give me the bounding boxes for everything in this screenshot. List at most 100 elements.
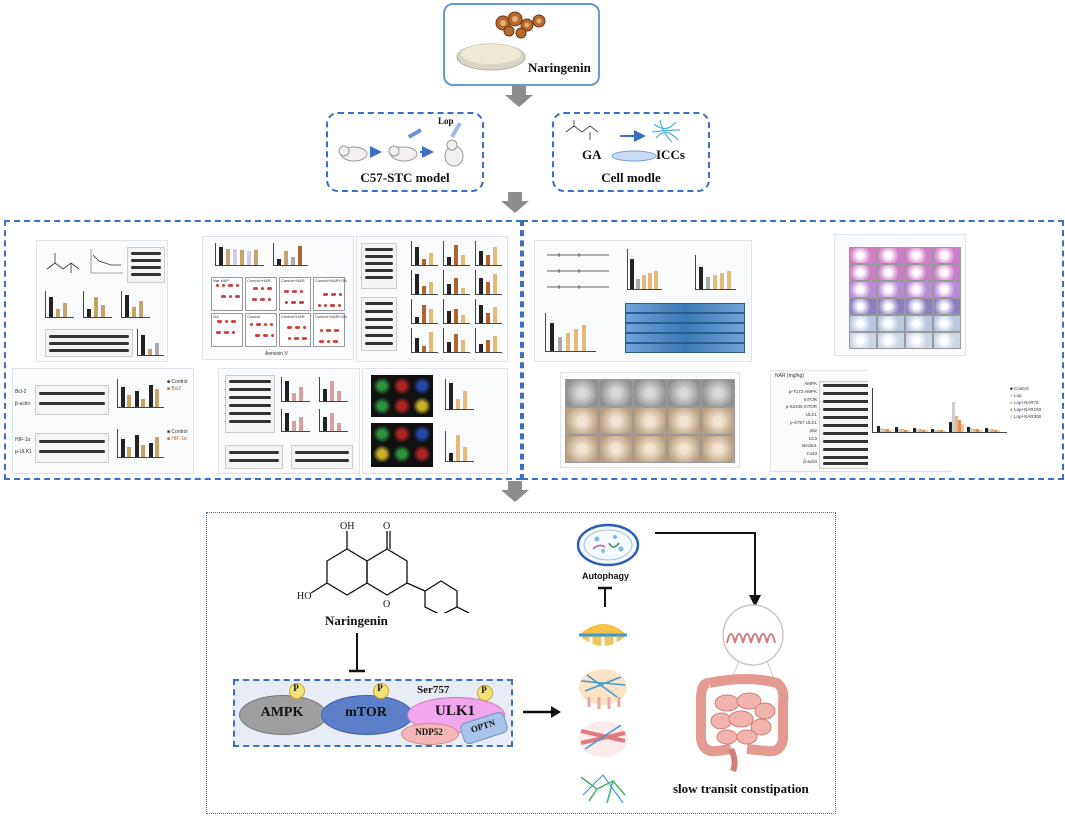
flow-dot bbox=[269, 287, 272, 290]
flow-dot bbox=[263, 334, 266, 337]
histology-tile bbox=[877, 298, 905, 315]
chemical-structure-icon bbox=[46, 253, 80, 273]
naringenin-source-box: Naringenin bbox=[443, 3, 600, 86]
bar-chart bbox=[445, 431, 474, 462]
flow-plot-title: Control+NAR+GA bbox=[315, 278, 347, 283]
tissue-tile bbox=[667, 407, 701, 435]
western-blot bbox=[361, 297, 397, 351]
down-arrow-icon bbox=[505, 86, 533, 107]
dose-header: NAR (mg/kg) bbox=[775, 373, 804, 379]
histology-tile bbox=[933, 315, 961, 332]
histology-tile bbox=[905, 281, 933, 298]
flow-dot bbox=[250, 323, 253, 326]
histology-tile bbox=[877, 281, 905, 298]
blot-label: Cx43 bbox=[806, 451, 817, 457]
lop-label: Lop bbox=[438, 116, 454, 126]
bar-chart bbox=[443, 241, 470, 266]
flow-dot bbox=[253, 287, 256, 290]
flow-dot bbox=[326, 329, 329, 332]
flow-dot bbox=[339, 293, 342, 296]
western-blot bbox=[225, 445, 283, 469]
flow-dot bbox=[321, 340, 324, 343]
flow-plot-title: GA bbox=[213, 314, 219, 319]
histology-staining-panel bbox=[834, 234, 966, 356]
blot-label: ULK1 bbox=[805, 412, 817, 418]
flow-plot-title: Control+HAR bbox=[247, 278, 271, 283]
bar-chart bbox=[475, 241, 502, 266]
flow-plot: Control+NAR+GA bbox=[313, 277, 347, 311]
tissue-tile bbox=[565, 435, 599, 463]
histology-tile bbox=[849, 281, 877, 298]
flow-plot: GA bbox=[211, 313, 243, 347]
tissue-icon-column bbox=[579, 624, 627, 804]
flow-dot bbox=[232, 331, 235, 334]
histology-tile bbox=[933, 247, 961, 264]
legend-entry: ■ Control bbox=[167, 429, 188, 435]
tissue-tile bbox=[667, 435, 701, 463]
histology-tile bbox=[849, 332, 877, 349]
flow-dot bbox=[222, 284, 225, 287]
flow-dot bbox=[324, 304, 327, 307]
flow-plot: Control+HAR bbox=[245, 277, 277, 311]
svg-text:O: O bbox=[383, 521, 390, 532]
flow-dot bbox=[294, 290, 297, 293]
western-blot bbox=[127, 247, 165, 283]
ser757-label: Ser757 bbox=[417, 684, 450, 696]
legend-entry: ■ Control bbox=[167, 379, 188, 385]
phospho-label: P bbox=[481, 685, 487, 695]
autophagy-cell-icon bbox=[576, 523, 640, 567]
bar-chart bbox=[695, 255, 736, 290]
tissue-tile bbox=[633, 435, 667, 463]
tissue-tile bbox=[701, 435, 735, 463]
annexin-axis-label: Annexin V bbox=[265, 351, 288, 357]
c57-stc-model-label: C57-STC model bbox=[360, 170, 450, 185]
signaling-pathway-box: AMPK P mTOR P Ser757 ULK1 P NDP52 OPTN bbox=[233, 679, 513, 747]
legend-entry: ■ Bcl2 bbox=[167, 386, 182, 392]
flow-dot bbox=[255, 334, 258, 337]
bar-chart bbox=[319, 377, 348, 402]
intestine-photo-strips bbox=[625, 303, 745, 357]
bar-chart bbox=[443, 270, 470, 295]
intestine-strip bbox=[625, 313, 745, 323]
bar-chart bbox=[45, 291, 74, 318]
intestine-strip bbox=[625, 333, 745, 343]
histology-tile bbox=[849, 247, 877, 264]
histology-tile bbox=[877, 247, 905, 264]
flow-dot bbox=[289, 326, 292, 329]
flow-dot bbox=[325, 293, 328, 296]
flow-plot-title: Control+NAR bbox=[281, 278, 305, 283]
panel-f bbox=[362, 368, 508, 474]
blot-label: β-actin bbox=[15, 401, 31, 407]
legend-entry: ■ Lop+NAR75 bbox=[1010, 400, 1039, 405]
bar-chart bbox=[411, 270, 438, 295]
bar-chart bbox=[445, 379, 474, 410]
western-blot bbox=[35, 385, 109, 415]
mechanism-panel: OH O HO O Naringenin AMPK P mTOR P Ser75… bbox=[206, 512, 836, 814]
flow-dot bbox=[257, 334, 260, 337]
bar-chart bbox=[215, 243, 264, 266]
bar-chart bbox=[121, 291, 150, 318]
bar-chart bbox=[281, 377, 310, 402]
flow-dot bbox=[235, 295, 238, 298]
tissue-tile bbox=[633, 379, 667, 407]
flow-dot bbox=[216, 284, 219, 287]
histology-tile bbox=[877, 315, 905, 332]
legend-entry: ■ Lop bbox=[1010, 393, 1022, 398]
cell-model-box: GA ICCs Cell modle bbox=[552, 112, 710, 192]
blot-label: β-actin bbox=[803, 459, 817, 464]
phospho-badge bbox=[289, 683, 305, 699]
flow-dot bbox=[265, 334, 268, 337]
western-blot bbox=[361, 243, 397, 289]
flow-dot bbox=[303, 326, 306, 329]
flow-dot bbox=[255, 287, 258, 290]
bar-chart bbox=[117, 379, 164, 408]
blot-label: HIF-1α bbox=[15, 437, 31, 443]
histology-tile bbox=[877, 332, 905, 349]
bar-chart bbox=[411, 299, 438, 324]
flow-dot bbox=[320, 329, 323, 332]
histology-tile bbox=[849, 264, 877, 281]
ulk1-label: ULK1 bbox=[434, 703, 475, 719]
flow-dot bbox=[330, 304, 333, 307]
ampk-label: AMPK bbox=[260, 705, 304, 720]
